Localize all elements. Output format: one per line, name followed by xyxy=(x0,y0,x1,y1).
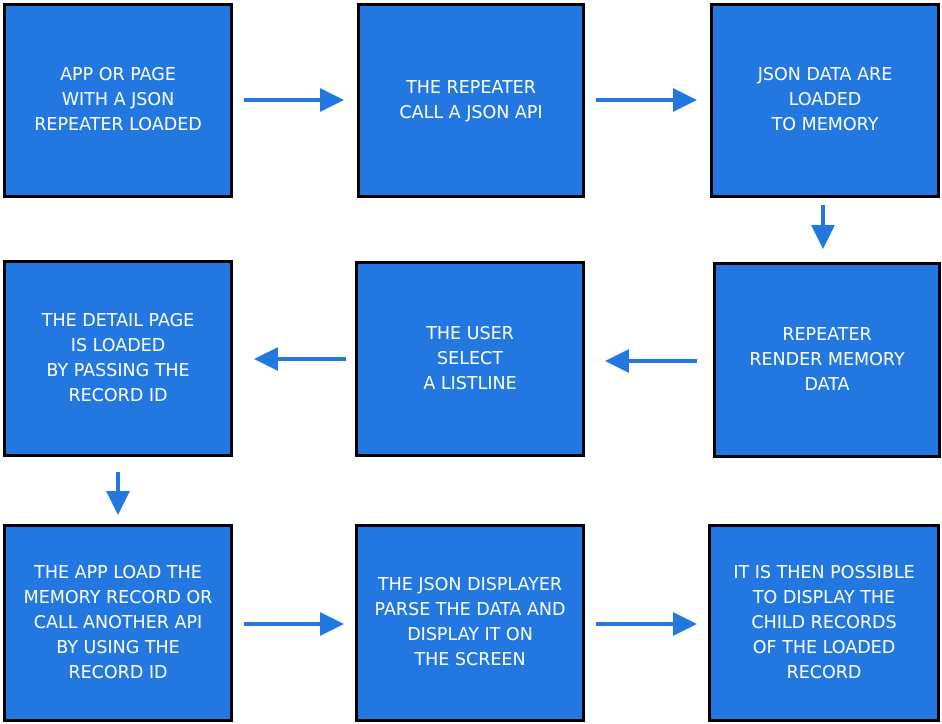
step-app-load-memory-record: THE APP LOAD THE MEMORY RECORD OR CALL A… xyxy=(3,524,233,722)
step-text: THE APP LOAD THE MEMORY RECORD OR CALL A… xyxy=(23,562,213,683)
step-repeater-call-api: THE REPEATER CALL A JSON API xyxy=(357,3,585,198)
step-text: APP OR PAGE WITH A JSON REPEATER LOADED xyxy=(34,65,202,135)
step-app-or-page-loaded: APP OR PAGE WITH A JSON REPEATER LOADED xyxy=(3,3,233,198)
step-text: REPEATER RENDER MEMORY DATA xyxy=(749,324,905,395)
step-repeater-render-memory: REPEATER RENDER MEMORY DATA xyxy=(713,262,941,458)
step-json-displayer-parse: THE JSON DISPLAYER PARSE THE DATA AND DI… xyxy=(355,524,585,722)
step-text: THE JSON DISPLAYER PARSE THE DATA AND DI… xyxy=(374,575,566,670)
step-text: JSON DATA ARE LOADED TO MEMORY xyxy=(757,65,893,135)
step-user-select-listline: THE USER SELECT A LISTLINE xyxy=(355,261,585,457)
step-display-child-records: IT IS THEN POSSIBLE TO DISPLAY THE CHILD… xyxy=(708,524,940,722)
step-detail-page-loaded: THE DETAIL PAGE IS LOADED BY PASSING THE… xyxy=(3,260,233,457)
step-json-loaded-to-memory: JSON DATA ARE LOADED TO MEMORY xyxy=(710,3,940,198)
step-text: THE REPEATER CALL A JSON API xyxy=(399,77,543,123)
step-text: IT IS THEN POSSIBLE TO DISPLAY THE CHILD… xyxy=(733,562,915,683)
step-text: THE DETAIL PAGE IS LOADED BY PASSING THE… xyxy=(41,310,195,406)
step-text: THE USER SELECT A LISTLINE xyxy=(423,323,517,394)
